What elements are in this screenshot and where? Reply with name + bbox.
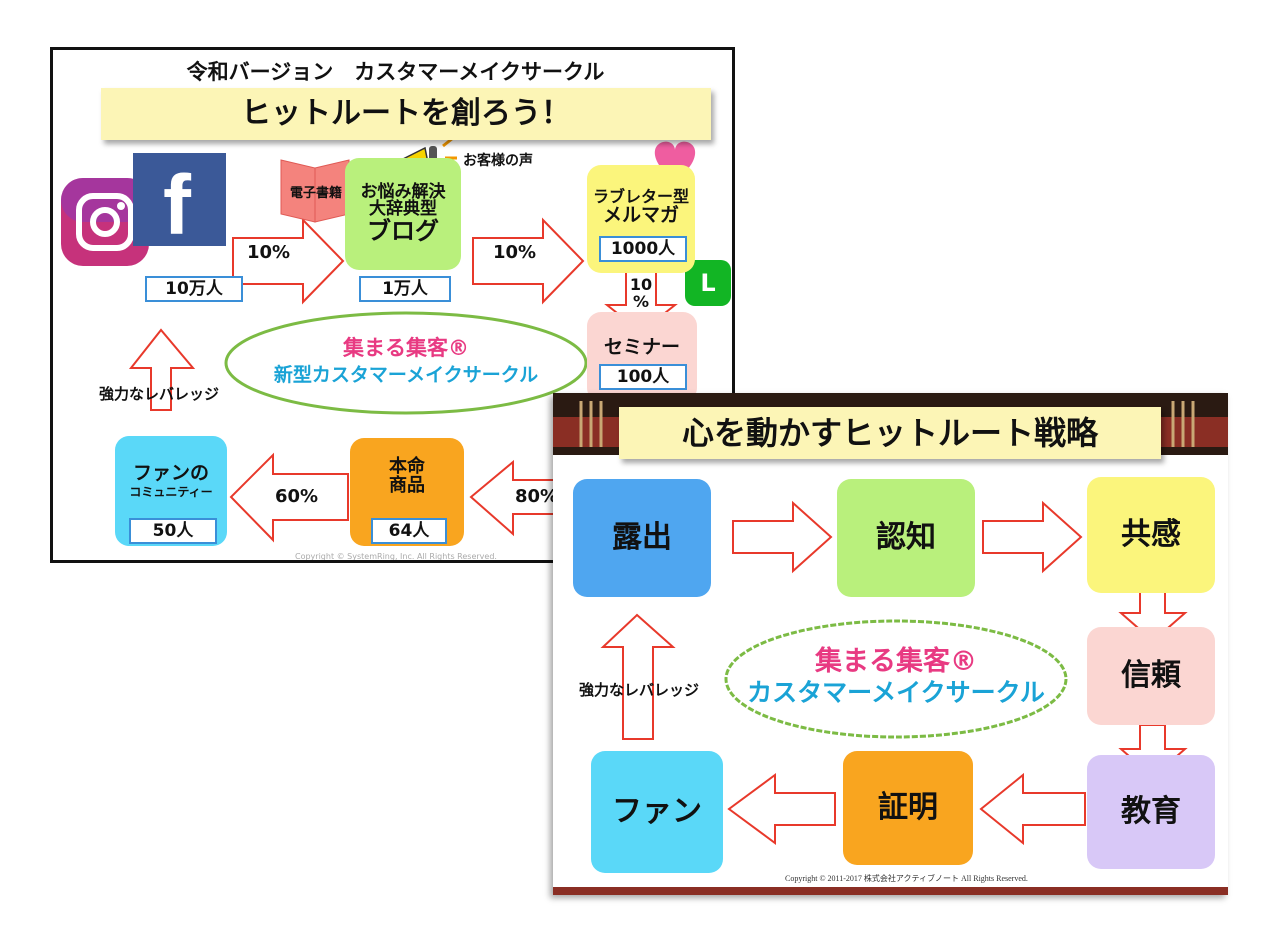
slide2-center-title: 集まる集客® — [815, 646, 977, 677]
pct-product-fan: 60% — [275, 486, 319, 507]
step-trust: 信頼 — [1087, 627, 1215, 725]
instagram-icon — [61, 178, 149, 266]
mailmag-count: 1000人 — [599, 236, 687, 262]
pct-sns-blog: 10% — [247, 242, 291, 263]
product-count: 64人 — [371, 518, 447, 544]
product-line1: 本命 — [389, 456, 425, 477]
blog-box: お悩み解決 大辞典型 ブログ — [345, 158, 461, 270]
center-subtitle: 新型カスタマーメイクサークル — [273, 364, 539, 386]
slide2-leverage-label: 強力なレバレッジ — [579, 681, 700, 699]
line-icon: L — [700, 269, 716, 297]
blog-line2: 大辞典型 — [369, 199, 437, 220]
slide-hit-route: 令和バージョン カスタマーメイクサークル ヒットルートを創ろう！ f 電子書籍 … — [50, 47, 735, 563]
sns-count: 10万人 — [145, 276, 243, 302]
ebook-label: 電子書籍 — [289, 186, 342, 201]
product-line2: 商品 — [389, 474, 425, 496]
step-exposure: 露出 — [573, 479, 711, 597]
step-recognition: 認知 — [837, 479, 975, 597]
step-education: 教育 — [1087, 755, 1215, 869]
leverage-label: 強力なレバレッジ — [99, 385, 220, 403]
mailmag-line1: ラブレター型 — [592, 187, 689, 206]
slide2-copyright: Copyright © 2011-2017 株式会社アクティブノート All R… — [785, 874, 1028, 883]
slide-emotion-strategy: 心を動かすヒットルート戦略 露出 認知 共感 信頼 教育 証明 ファン 強力なレ… — [553, 393, 1228, 895]
community-line1: ファンの — [132, 462, 209, 484]
step-empathy: 共感 — [1087, 477, 1215, 593]
community-count: 50人 — [129, 518, 217, 544]
seminar-count: 100人 — [599, 364, 687, 390]
slide2-banner: 心を動かすヒットルート戦略 — [619, 407, 1161, 459]
slide2-center-subtitle: カスタマーメイクサークル — [747, 678, 1045, 707]
slide1-title: 令和バージョン カスタマーメイクサークル — [186, 60, 605, 84]
step-proof: 証明 — [843, 751, 973, 865]
blog-line1: お悩み解決 — [360, 181, 446, 202]
slide1-banner: ヒットルートを創ろう！ — [101, 88, 711, 140]
pct-mail-seminar: 10 % — [629, 275, 653, 311]
voice-label: お客様の声 — [463, 153, 533, 169]
pct-blog-mail: 10% — [493, 242, 537, 263]
center-title: 集まる集客® — [343, 336, 469, 360]
mailmag-line2: メルマガ — [602, 203, 679, 226]
community-line2: コミュニティー — [129, 484, 213, 499]
facebook-icon: f — [163, 158, 191, 252]
pct-seminar-product: 80% — [515, 486, 559, 507]
seminar-label: セミナー — [603, 336, 680, 358]
blog-line3: ブログ — [367, 217, 439, 246]
step-fan: ファン — [591, 751, 723, 873]
slide1-copyright: Copyright © SystemRing, Inc. All Rights … — [295, 552, 497, 561]
blog-count: 1万人 — [359, 276, 451, 302]
